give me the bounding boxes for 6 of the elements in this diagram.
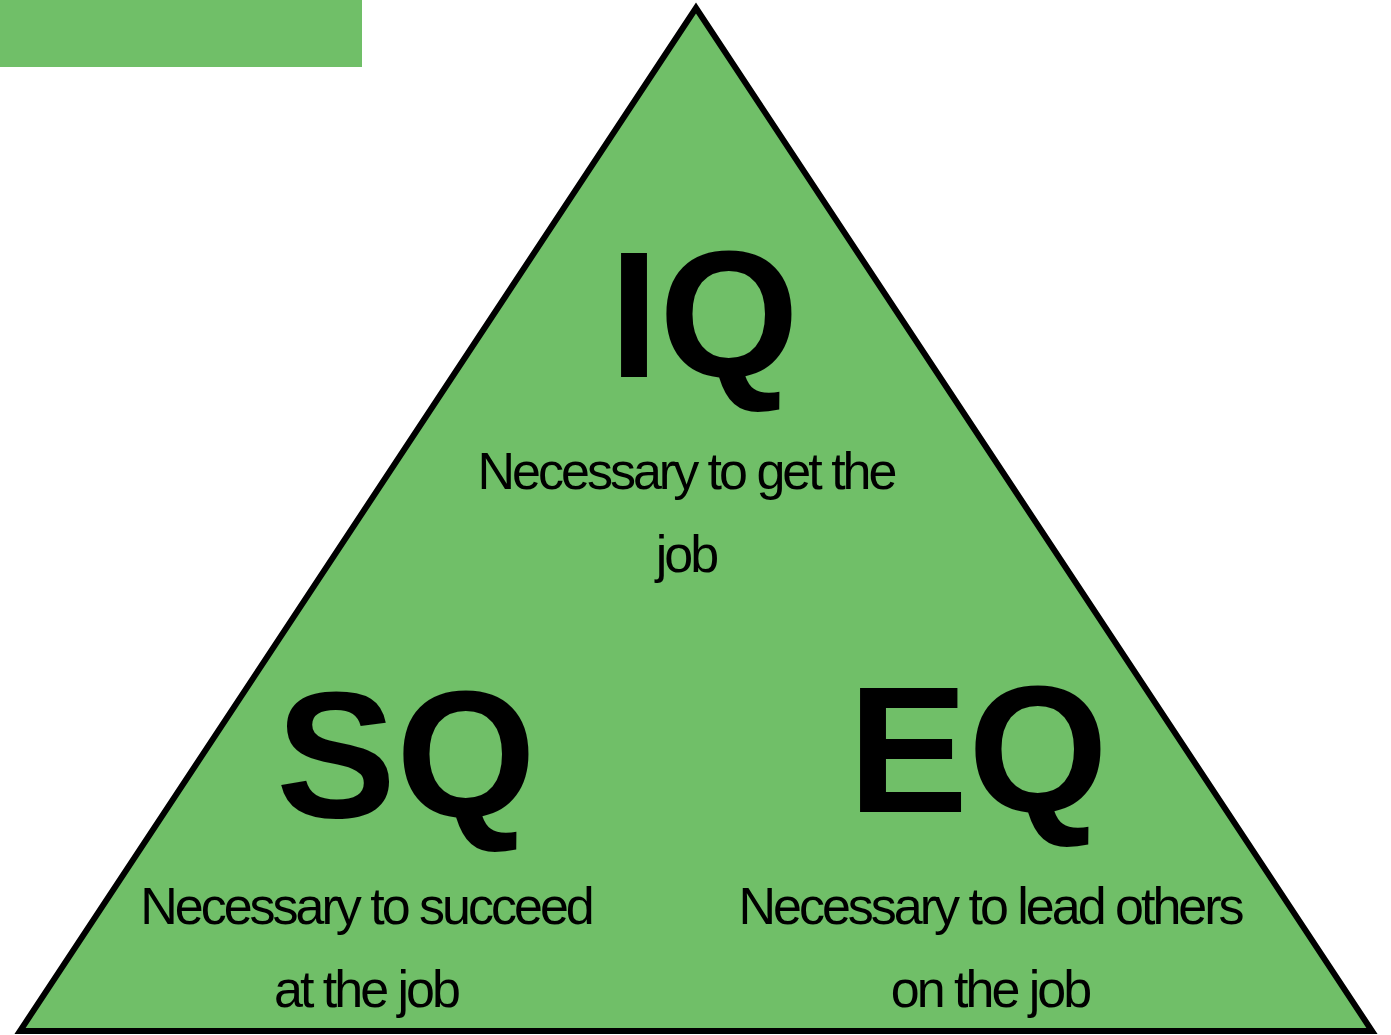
description: Necessary to get the job	[476, 441, 896, 585]
heading: SQ	[274, 660, 538, 850]
heading: IQ	[608, 220, 800, 410]
description: Necessary to lead others on the job	[737, 876, 1244, 1020]
heading: EQ	[846, 655, 1110, 845]
description: Necessary to succeed at the job	[139, 876, 593, 1020]
